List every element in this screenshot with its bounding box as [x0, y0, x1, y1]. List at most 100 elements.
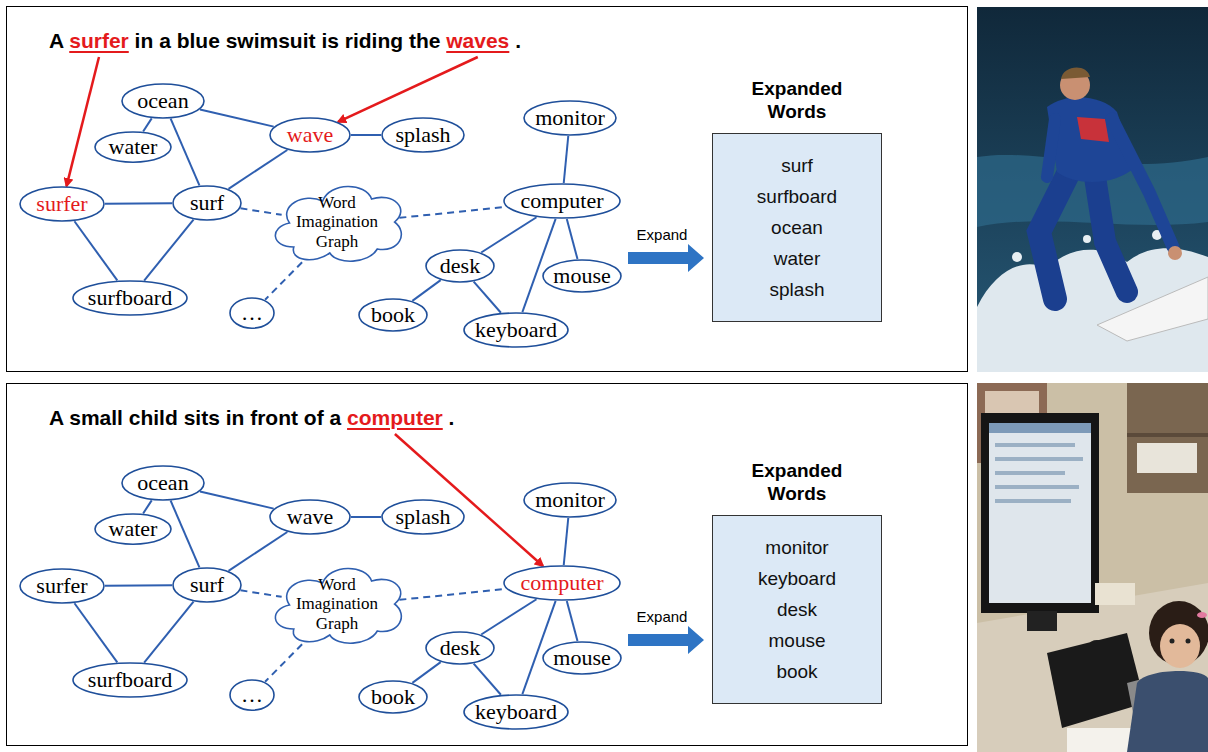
arm	[1047, 119, 1055, 177]
graph-edge	[399, 589, 506, 600]
ellipse-outline	[230, 680, 274, 710]
graph-edge	[105, 202, 172, 204]
graph-edge	[522, 601, 555, 694]
screen	[989, 423, 1091, 603]
graph-label: Word Imagination Graph	[285, 575, 389, 632]
word-node: computer	[503, 565, 621, 601]
word-node: keyboard	[463, 312, 569, 348]
ellipse-outline	[504, 184, 620, 218]
graph-cloud: Word Imagination Graph	[265, 172, 409, 272]
word-node: surf	[172, 185, 242, 221]
ellipse-outline	[359, 681, 427, 713]
graph-edge	[481, 217, 536, 252]
expanded-words-box: Expanded Wordsmonitorkeyboarddeskmousebo…	[712, 515, 882, 704]
word-node: …	[229, 679, 275, 711]
shelf-board	[1127, 433, 1208, 437]
child-body	[1127, 671, 1208, 752]
word-label: monitor	[535, 106, 605, 130]
word-node: splash	[381, 117, 465, 153]
ellipse-outline	[504, 566, 620, 600]
ellipse-outline	[359, 299, 427, 331]
word-node: book	[358, 298, 428, 332]
ellipse-outline	[230, 298, 274, 328]
ellipse-outline	[173, 186, 241, 220]
ellipse-outline	[122, 466, 204, 500]
cloud-outline	[275, 568, 401, 643]
graph-edge	[144, 602, 193, 663]
word-node: keyboard	[463, 694, 569, 730]
word-node: mouse	[542, 259, 622, 293]
graph-edge	[240, 208, 281, 215]
expanded-word: splash	[770, 274, 825, 305]
word-label: keyboard	[475, 700, 557, 724]
example-panel: A small child sits in front of a compute…	[6, 383, 968, 746]
expanded-word: desk	[777, 594, 817, 625]
spray	[1012, 252, 1022, 262]
ellipse-outline	[73, 663, 187, 697]
ellipse-outline	[95, 514, 171, 544]
word-node: surfboard	[72, 280, 188, 316]
graph-edge	[564, 518, 569, 565]
word-label: monitor	[535, 488, 605, 512]
word-label: surfer	[36, 574, 87, 598]
ellipse-outline	[543, 260, 621, 292]
ellipse-outline	[73, 281, 187, 315]
screen-bar	[989, 423, 1091, 433]
word-node: monitor	[523, 100, 617, 136]
ellipse-outline	[464, 313, 568, 347]
leg	[1039, 172, 1069, 299]
word-node: desk	[425, 631, 495, 665]
ellipse-outline	[426, 632, 494, 664]
screen-line	[995, 499, 1071, 503]
ellipse-outline	[382, 500, 464, 534]
graph-edge	[74, 603, 117, 662]
word-label: desk	[440, 254, 480, 278]
word-node: book	[358, 680, 428, 714]
ellipse-outline	[173, 568, 241, 602]
graph-edge	[171, 119, 200, 186]
word-label: desk	[440, 636, 480, 660]
shelf	[1127, 383, 1208, 493]
pointer-arrow	[67, 57, 99, 186]
graph-edge	[412, 280, 440, 301]
word-label: book	[371, 303, 415, 327]
word-label: …	[241, 301, 263, 325]
cloud-outline	[275, 186, 401, 261]
ellipse-outline	[122, 84, 204, 118]
monitor	[981, 413, 1099, 613]
graph-edge	[200, 110, 274, 127]
word-label: water	[109, 517, 158, 541]
word-node: water	[94, 513, 172, 545]
word-label: surf	[190, 573, 224, 597]
pointer-arrow	[338, 57, 478, 122]
word-node: …	[229, 297, 275, 329]
graph-label: Word Imagination Graph	[285, 193, 389, 250]
graph-edge	[229, 150, 288, 189]
screen-line	[995, 485, 1079, 489]
graph-edge	[567, 601, 578, 641]
graph-edge	[564, 136, 569, 183]
hair	[1061, 67, 1090, 79]
word-node: computer	[503, 183, 621, 219]
graph-edge	[351, 134, 381, 136]
graph-edge	[171, 501, 200, 568]
expanded-word: ocean	[771, 212, 823, 243]
word-label: surfboard	[88, 668, 172, 692]
eye	[1170, 639, 1175, 644]
word-node: surfer	[19, 186, 105, 222]
graph-edge	[74, 221, 117, 280]
keyboard	[1047, 633, 1145, 728]
word-node: desk	[425, 249, 495, 283]
chest-patch	[1077, 117, 1109, 142]
splash	[977, 248, 1208, 372]
word-label: wave	[287, 505, 333, 529]
expand-arrow	[628, 244, 704, 272]
graph-edge	[143, 500, 152, 513]
spray	[1083, 235, 1091, 243]
ellipse-outline	[382, 118, 464, 152]
ellipse-outline	[426, 250, 494, 282]
graph-edge	[229, 532, 288, 571]
graph-edge	[265, 254, 310, 300]
arm	[1112, 119, 1173, 247]
word-node: wave	[269, 117, 351, 153]
